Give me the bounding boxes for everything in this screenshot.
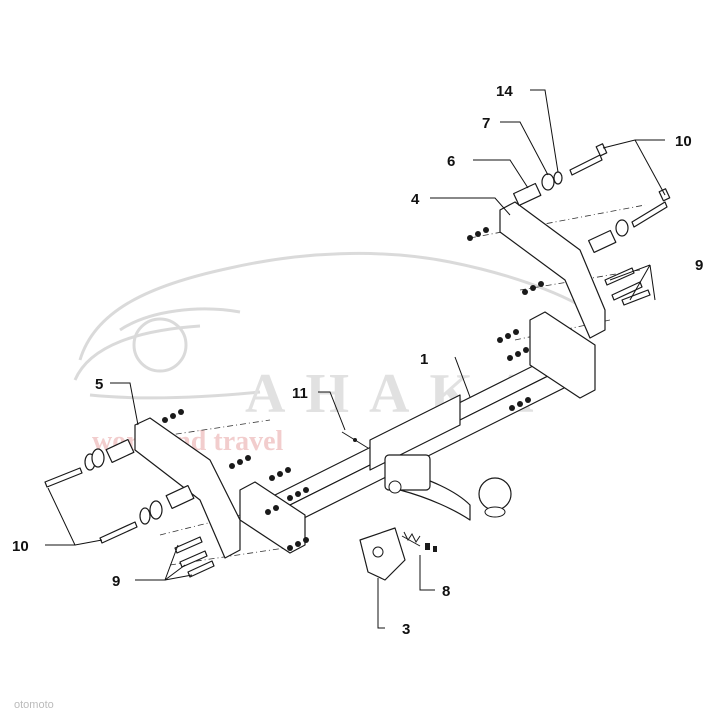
callout-9-left: 9 (112, 573, 120, 590)
watermark-car-outline (73, 251, 602, 400)
callout-1: 1 (420, 351, 428, 368)
nuts-right-top (467, 227, 544, 295)
callout-11: 11 (292, 385, 308, 402)
callout-14: 14 (496, 83, 513, 100)
callout-labels: 1 3 4 5 6 7 8 9 9 10 10 11 14 (12, 83, 703, 638)
right-lower-bolt-set (587, 188, 671, 254)
bolts-left-lower (174, 536, 215, 578)
source-watermark: otomoto (14, 699, 54, 711)
callout-leaders (45, 89, 666, 629)
main-crossbar (239, 311, 596, 554)
callout-8: 8 (442, 583, 450, 600)
callout-5: 5 (95, 376, 103, 393)
callout-9-right: 9 (695, 257, 703, 274)
tow-ball-assembly (384, 454, 512, 521)
socket-bolt (401, 531, 437, 552)
left-upper-bolt-set (44, 438, 135, 488)
right-upper-bolt-set (512, 143, 608, 207)
locking-pin (341, 431, 369, 449)
socket-plate (359, 527, 406, 581)
nut-washer-clusters (162, 227, 651, 578)
callout-6: 6 (447, 153, 455, 170)
callout-7: 7 (482, 115, 490, 132)
right-side-bracket (499, 201, 606, 339)
left-lower-bolt-set (99, 484, 195, 544)
nuts-right-plate (497, 329, 531, 411)
callout-4: 4 (411, 191, 420, 208)
callout-3: 3 (402, 621, 410, 638)
callout-10-left: 10 (12, 538, 29, 555)
nuts-left-top (162, 409, 309, 551)
callout-10-right: 10 (675, 133, 692, 150)
